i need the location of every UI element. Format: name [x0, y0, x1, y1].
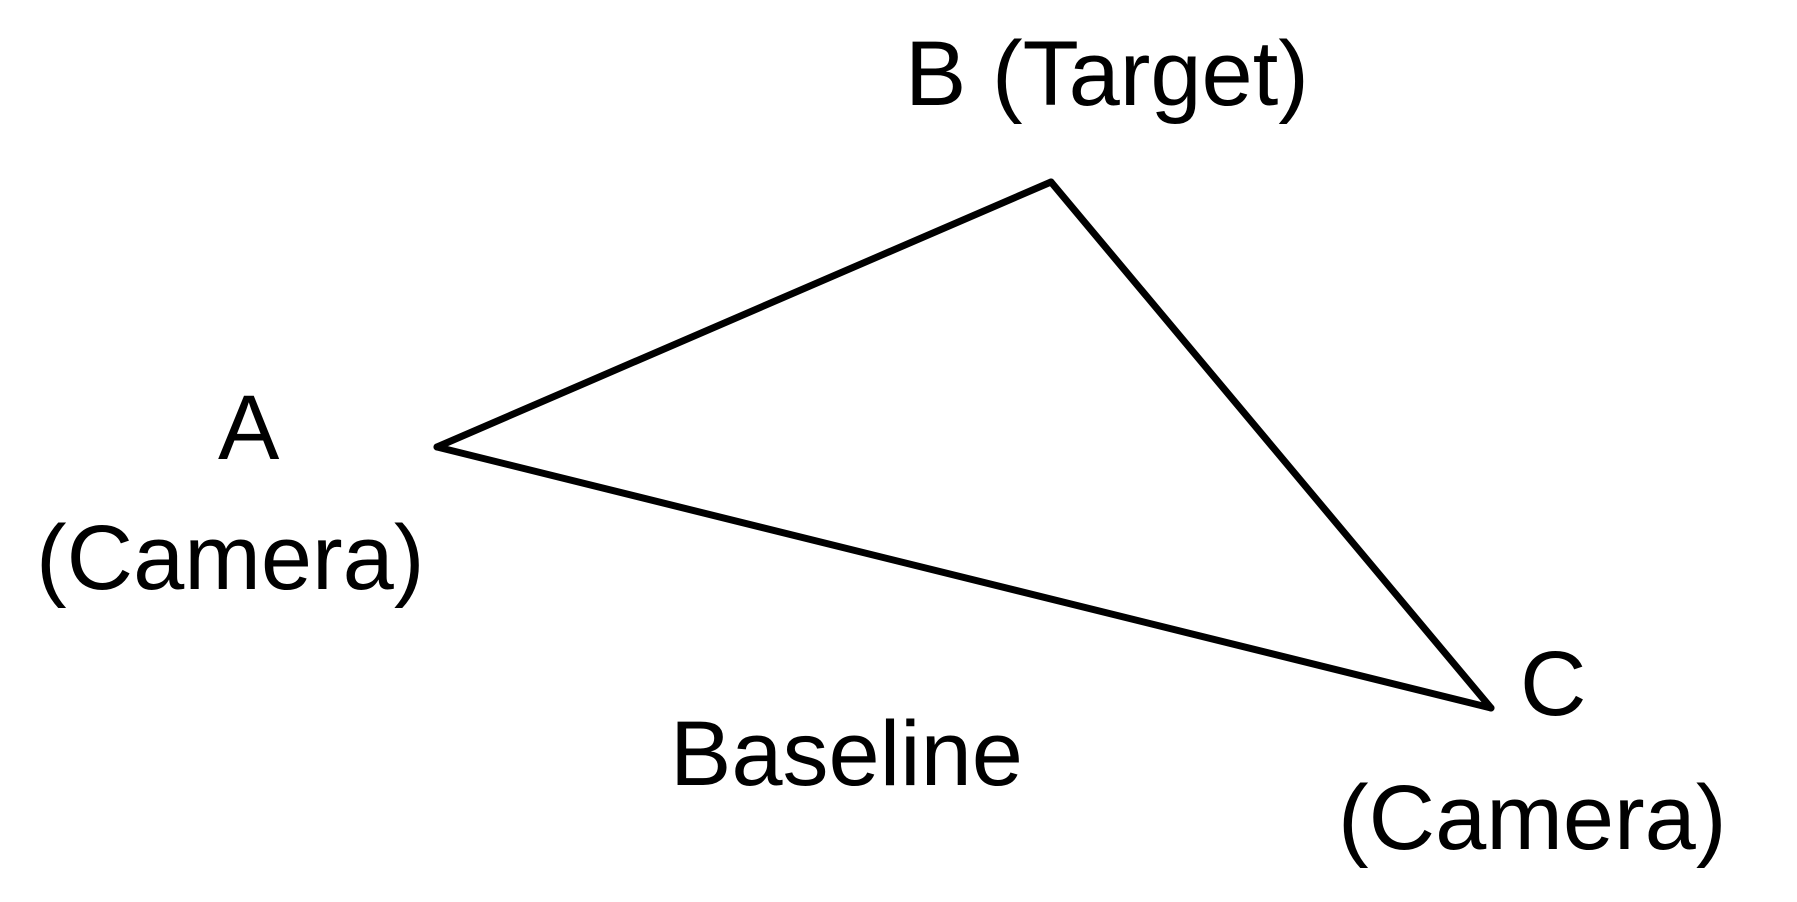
node-c-role: (Camera) — [1338, 767, 1727, 869]
node-b-label: B (Target) — [905, 28, 1309, 120]
edge-a-b — [433, 178, 1055, 451]
node-a-letter: A — [218, 377, 280, 479]
baseline-label: Baseline — [670, 703, 1023, 805]
edge-a-c-baseline — [433, 443, 1495, 712]
node-b-role: (Target) — [991, 23, 1309, 125]
node-a-role: (Camera) — [36, 507, 425, 609]
node-b-letter: B — [905, 23, 967, 125]
node-c-letter: C — [1520, 633, 1587, 735]
edge-b-c — [1047, 178, 1495, 712]
